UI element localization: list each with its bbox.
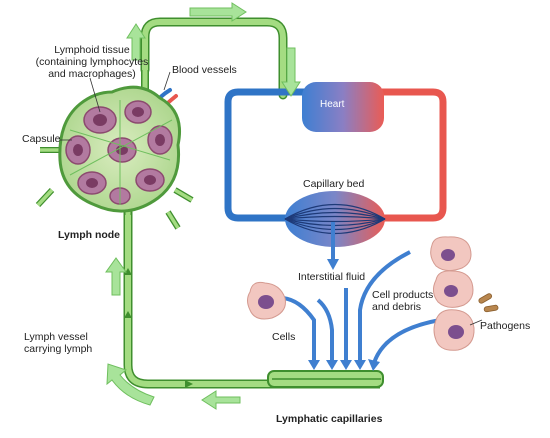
heart <box>302 82 384 132</box>
capillary-bed-label: Capillary bed <box>303 178 365 190</box>
lymph-vessel-label: Lymph vessel carrying lymph <box>24 331 92 355</box>
flow-arrowheads <box>308 259 380 371</box>
lymph-node-label: Lymph node <box>58 229 121 241</box>
lymphoid-tissue-label: Lymphoid tissue (containing lymphocytes … <box>28 44 156 80</box>
lymph-vessel-line-2: carrying lymph <box>24 343 93 355</box>
heart-label: Heart <box>320 99 345 110</box>
lymphoid-tissue-line-3: and macrophages) <box>48 68 136 80</box>
cell-products-label: Cell products and debris <box>372 289 433 313</box>
lymphoid-tissue-line-1: Lymphoid tissue <box>54 44 130 56</box>
cells <box>247 281 286 320</box>
lymphatic-capillaries <box>267 370 384 388</box>
cells-label: Cells <box>272 331 296 343</box>
cell-products-line-1: Cell products <box>372 289 434 301</box>
valve <box>124 268 132 275</box>
tissue-cells <box>430 236 475 351</box>
lymph-node <box>35 70 194 230</box>
cell-products-line-2: and debris <box>372 301 422 313</box>
blood-circulation <box>224 88 447 222</box>
leader-lines <box>60 71 483 326</box>
pathogens <box>478 293 499 313</box>
lymphoid-tissue-line-2: (containing lymphocytes <box>35 56 149 68</box>
lymphatic-capillaries-label: Lymphatic capillaries <box>276 413 383 425</box>
interstitial-flow-arrows <box>282 222 441 364</box>
blood-vessels-label: Blood vessels <box>172 64 237 76</box>
valve <box>185 380 193 388</box>
lymph-vessel <box>123 17 380 389</box>
valve <box>124 311 132 318</box>
capsule-label: Capsule <box>22 133 61 145</box>
pathogens-label: Pathogens <box>480 320 531 332</box>
lymph-vessel-line-1: Lymph vessel <box>24 331 88 343</box>
interstitial-fluid-label: Interstitial fluid <box>298 271 366 283</box>
lymph-flow-arrows <box>105 2 301 410</box>
